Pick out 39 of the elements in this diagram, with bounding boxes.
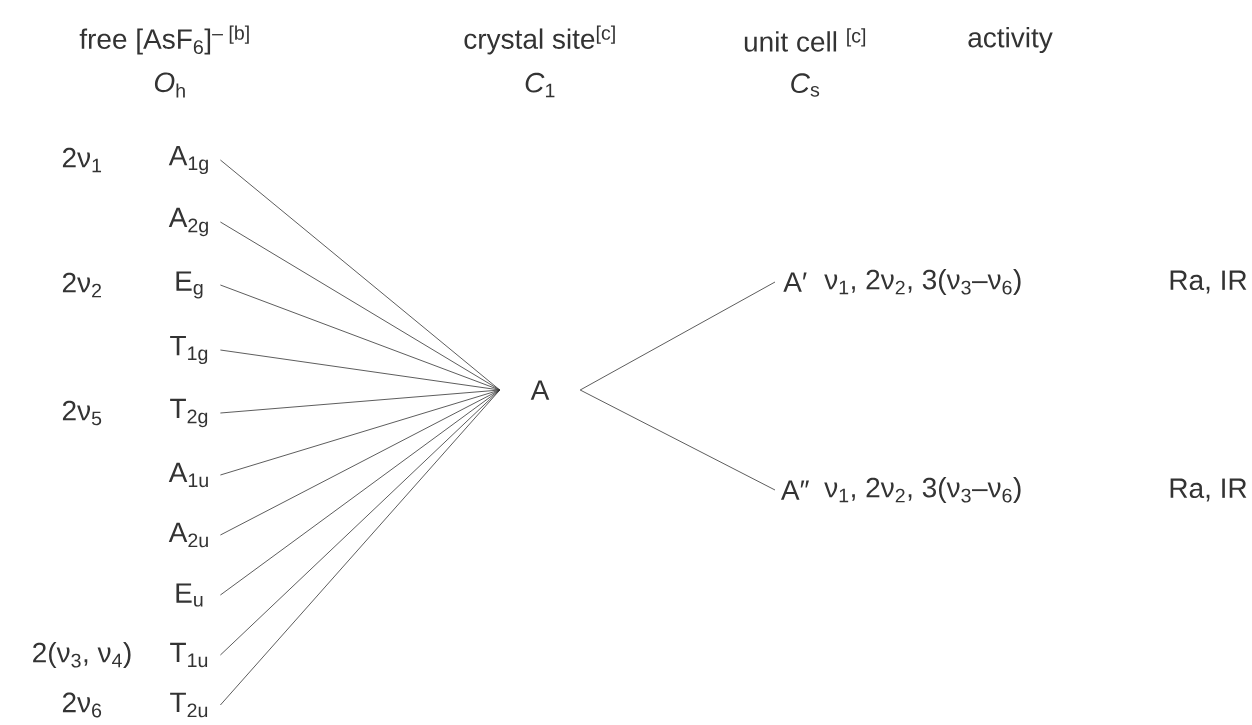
correlation-line bbox=[579, 281, 776, 391]
symmetry-label: E$_{u}$ bbox=[176, 583, 203, 607]
symmetry-label: A$_{2u}$ bbox=[168, 522, 208, 548]
correlation-line bbox=[220, 389, 501, 414]
point-group-label: C$_{s}$ bbox=[791, 73, 820, 97]
column-heading: activity bbox=[968, 26, 1053, 54]
correlation-line bbox=[579, 389, 776, 491]
correlation-line bbox=[220, 389, 501, 656]
symmetry-label: A′ bbox=[783, 272, 807, 292]
correlation-line bbox=[220, 389, 501, 536]
point-group-label: O$_{h}$ bbox=[154, 72, 185, 98]
symmetry-label: A″ bbox=[780, 480, 809, 500]
correlation-line bbox=[220, 221, 501, 391]
symmetry-label: T$_{1u}$ bbox=[170, 642, 208, 668]
correlation-line bbox=[220, 389, 501, 706]
point-group-label: C$_{1}$ bbox=[525, 72, 555, 98]
symmetry-label: T$_{2g}$ bbox=[170, 398, 208, 428]
multiplicity-label: 2ν$_{1}$ bbox=[62, 147, 102, 173]
correlation-line bbox=[220, 349, 501, 391]
multiplicity-label: 2ν$_{6}$ bbox=[62, 692, 102, 718]
symmetry-label: A$_{1g}$ bbox=[168, 145, 208, 175]
activity-label: Ra, IR bbox=[1170, 270, 1247, 294]
multiplicity-label: 2ν$_{5}$ bbox=[62, 400, 102, 426]
column-heading: crystal site$^{[c]}$ bbox=[464, 25, 615, 55]
correlation-line bbox=[220, 284, 501, 391]
correlation-line bbox=[220, 159, 501, 391]
column-heading: unit cell $^{[c]}$ bbox=[744, 28, 866, 52]
symmetry-label: T$_{1g}$ bbox=[170, 335, 208, 365]
symmetry-label: A$_{1u}$ bbox=[168, 462, 208, 488]
symmetry-label: T$_{2u}$ bbox=[170, 692, 208, 718]
multiplicity-label: 2(ν$_{3}$, ν$_{4}$) bbox=[33, 642, 131, 669]
multiplicity-label: 2ν$_{2}$ bbox=[62, 272, 101, 298]
column-heading: free [AsF$_{6}$]$^{– [b]}$ bbox=[79, 25, 249, 55]
symmetry-label: A$_{2g}$ bbox=[168, 207, 208, 237]
symmetry-label: A bbox=[530, 380, 550, 400]
mode-list: ν$_{1}$, 2ν$_{2}$, 3(ν$_{3}$–ν$_{6}$) bbox=[824, 476, 1021, 504]
mode-list: ν$_{1}$, 2ν$_{2}$, 3(ν$_{3}$–ν$_{6}$) bbox=[824, 268, 1021, 296]
symmetry-label: E$_{g}$ bbox=[176, 271, 203, 299]
activity-label: Ra, IR bbox=[1170, 478, 1247, 502]
